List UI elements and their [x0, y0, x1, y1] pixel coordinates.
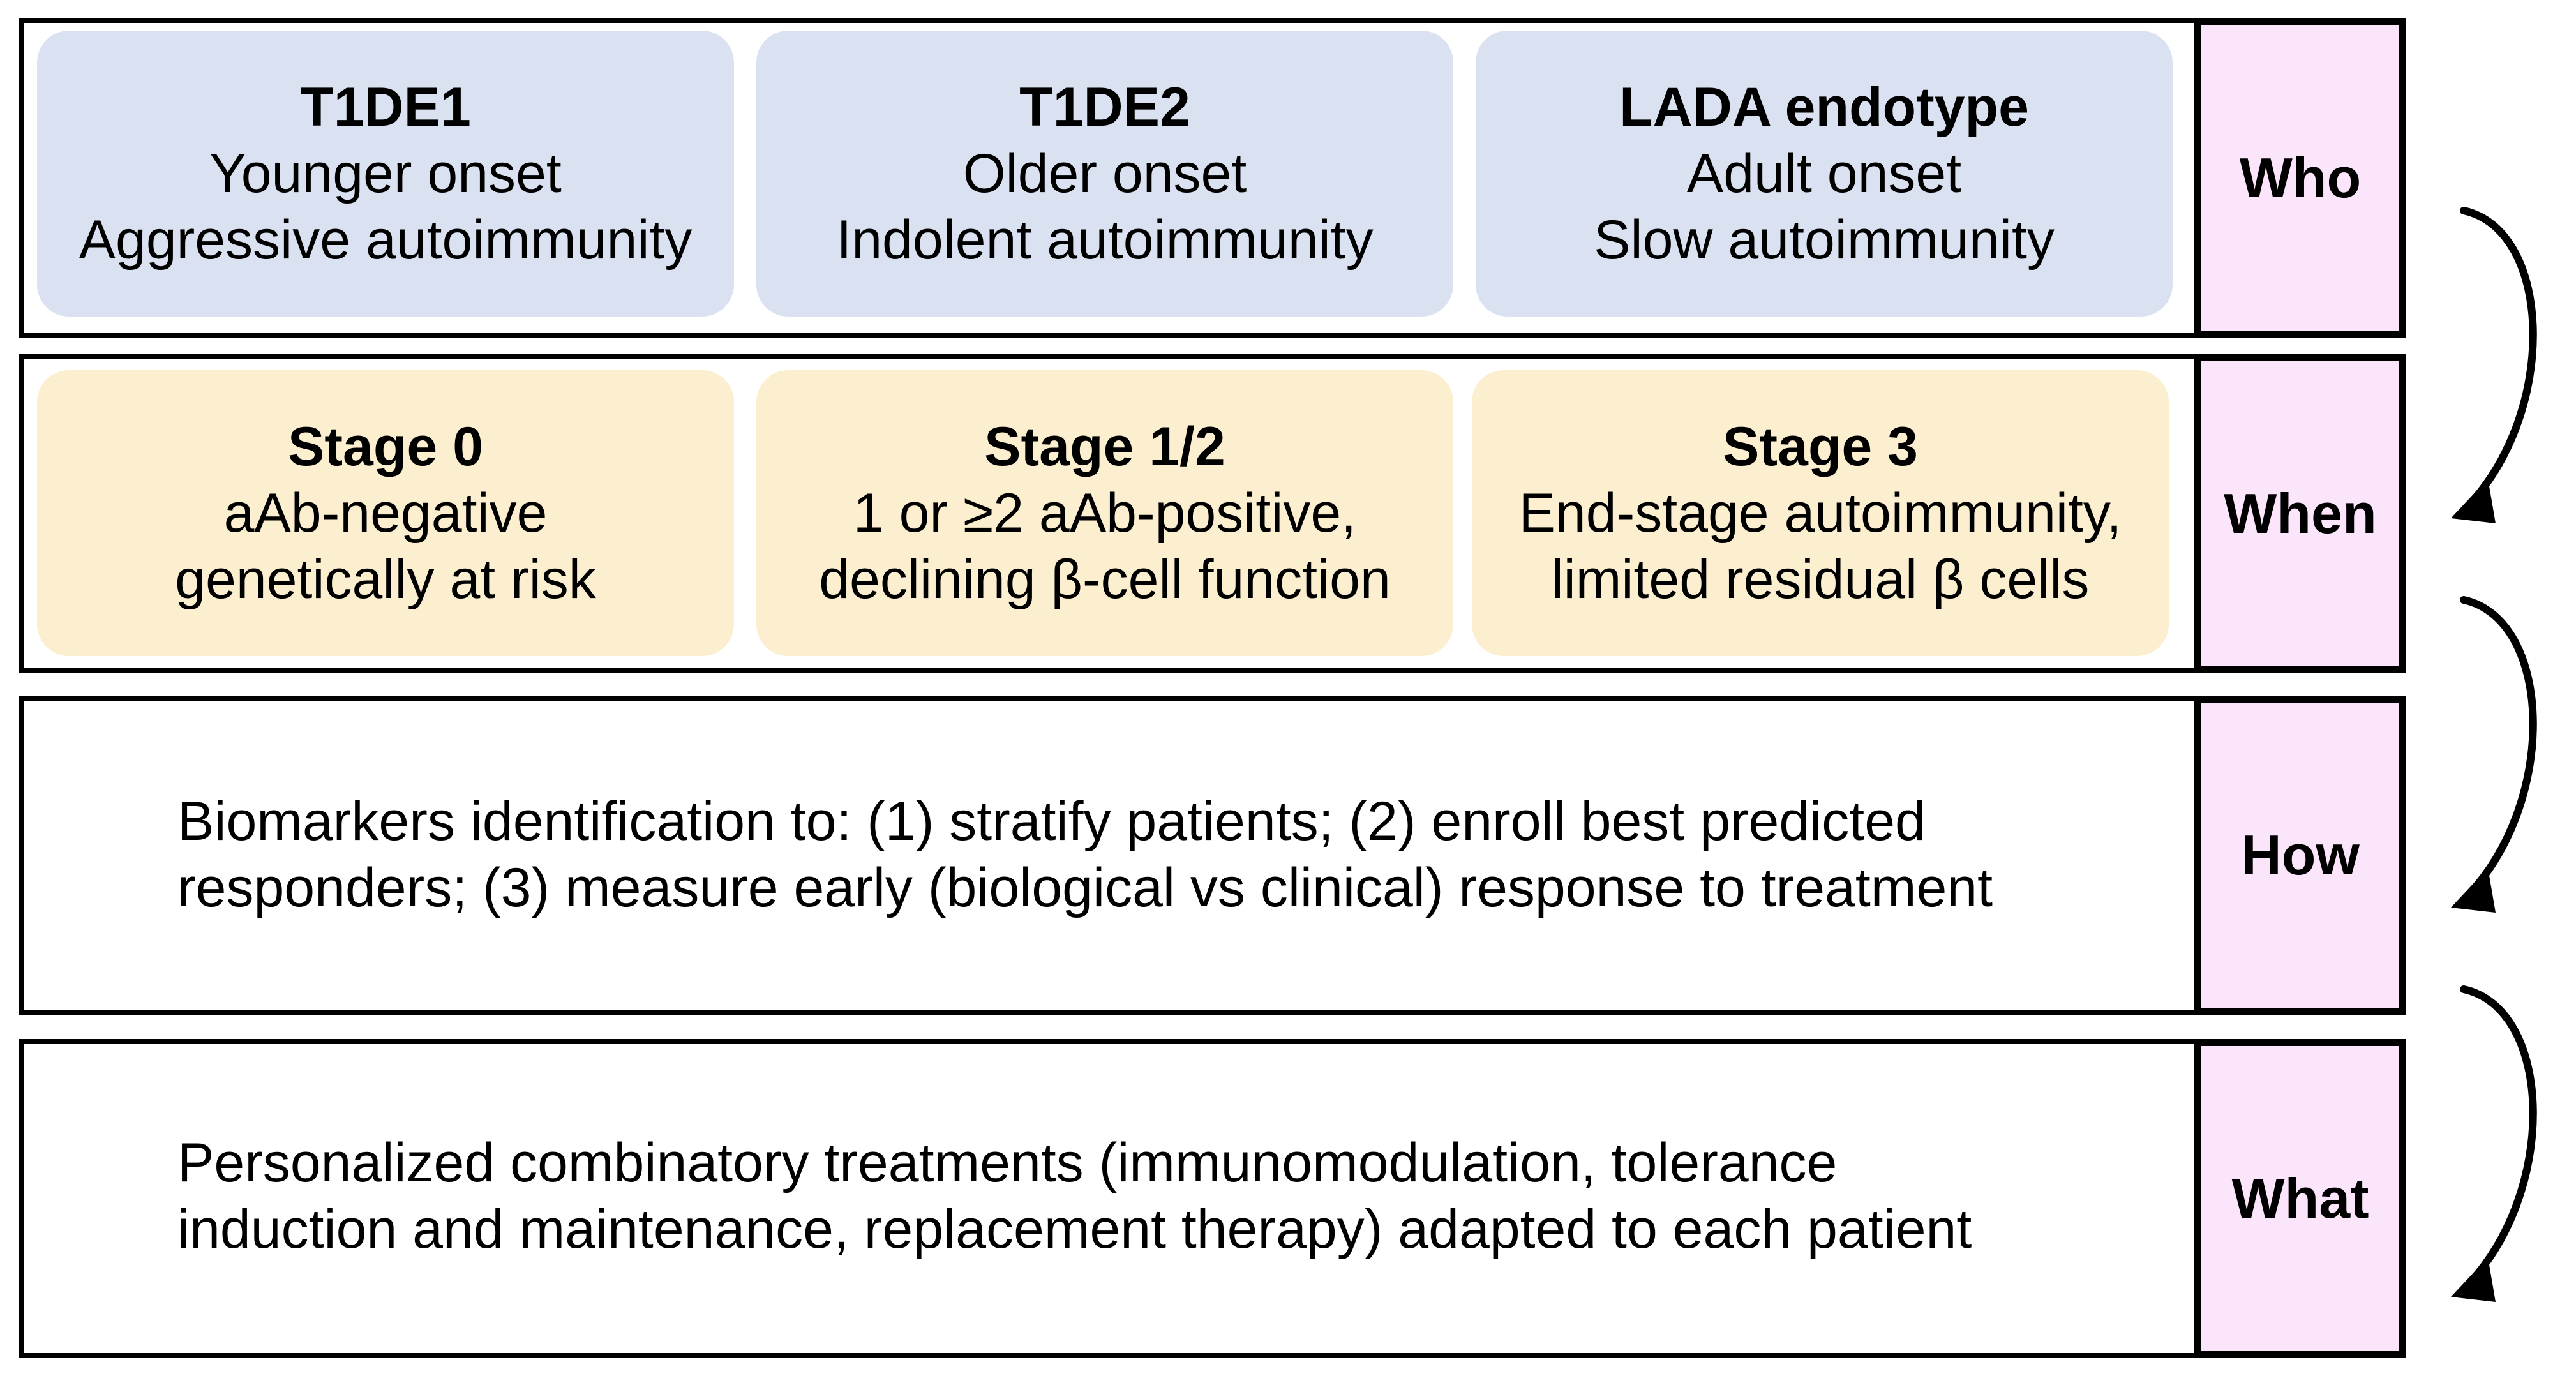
what-line: induction and maintenance, replacement t…: [177, 1199, 1972, 1260]
card-title: Stage 1/2: [984, 416, 1225, 477]
curved-arrow-icon: [2451, 985, 2537, 1302]
card-line: genetically at risk: [175, 549, 596, 610]
card-t1de2: T1DE2 Older onset Indolent autoimmunity: [756, 31, 1453, 317]
curved-arrow-icon: [2451, 596, 2537, 913]
card-line: Younger onset: [209, 143, 562, 204]
card-title: LADA endotype: [1619, 77, 2029, 138]
how-line: Biomarkers identification to: (1) strati…: [177, 791, 1926, 852]
card-stage-0: Stage 0 aAb-negative genetically at risk: [37, 370, 734, 656]
how-text: Biomarkers identification to: (1) strati…: [177, 788, 1993, 921]
card-line: declining β-cell function: [819, 549, 1391, 610]
card-line: End-stage autoimmunity,: [1518, 482, 2122, 544]
label-what: What: [2194, 1039, 2406, 1358]
card-line: Aggressive autoimmunity: [79, 209, 693, 271]
curved-arrow-icon: [2451, 207, 2537, 523]
card-line: 1 or ≥2 aAb-positive,: [853, 482, 1357, 544]
how-line: responders; (3) measure early (biologica…: [177, 857, 1993, 918]
card-title: Stage 3: [1723, 416, 1918, 477]
card-line: Older onset: [962, 143, 1247, 204]
what-text: Personalized combinatory treatments (imm…: [177, 1130, 1972, 1262]
what-line: Personalized combinatory treatments (imm…: [177, 1132, 1838, 1193]
how-row: [19, 696, 2221, 1015]
card-line: Slow autoimmunity: [1594, 209, 2055, 271]
label-who: Who: [2194, 18, 2406, 338]
card-t1de1: T1DE1 Younger onset Aggressive autoimmun…: [37, 31, 734, 317]
what-row: [19, 1039, 2221, 1358]
card-line: Adult onset: [1686, 143, 1962, 204]
card-title: Stage 0: [288, 416, 483, 477]
label-when: When: [2194, 354, 2406, 673]
card-line: limited residual β cells: [1551, 549, 2090, 610]
card-stage-1-2: Stage 1/2 1 or ≥2 aAb-positive, declinin…: [756, 370, 1453, 656]
card-line: Indolent autoimmunity: [836, 209, 1374, 271]
card-title: T1DE1: [300, 77, 471, 138]
card-title: T1DE2: [1019, 77, 1190, 138]
label-how: How: [2194, 696, 2406, 1015]
card-lada-endotype: LADA endotype Adult onset Slow autoimmun…: [1476, 31, 2173, 317]
card-stage-3: Stage 3 End-stage autoimmunity, limited …: [1472, 370, 2169, 656]
card-line: aAb-negative: [223, 482, 548, 544]
